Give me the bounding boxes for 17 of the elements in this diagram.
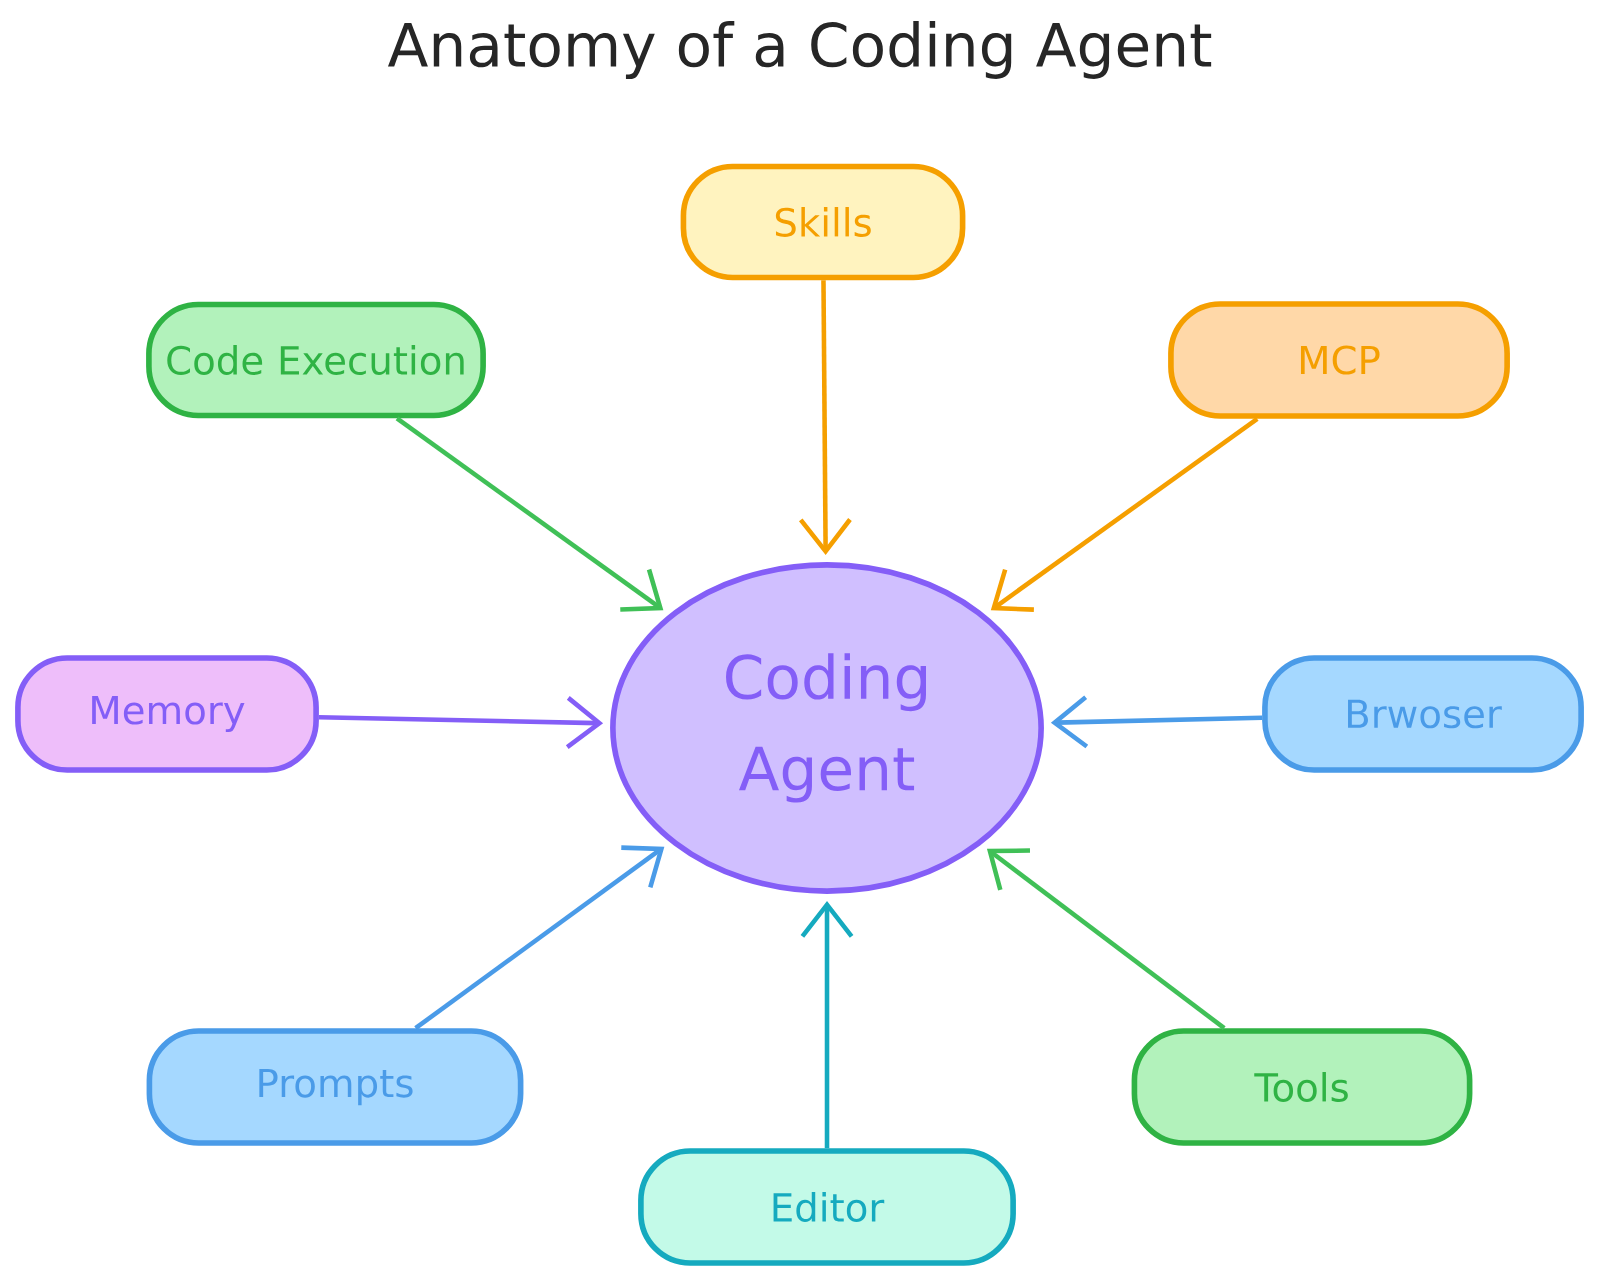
process-box: MCP	[1168, 301, 1510, 419]
arrow	[395, 416, 664, 612]
process-box: Memory	[15, 655, 319, 773]
process-box: Prompts	[146, 1028, 524, 1146]
arrow	[318, 696, 604, 749]
process-box: Brwoser	[1262, 655, 1584, 773]
arrow	[990, 417, 1259, 612]
process-box: Skills	[680, 163, 966, 281]
arrow	[414, 845, 665, 1030]
process-box: Editor	[638, 1148, 1016, 1266]
arrow	[986, 848, 1226, 1030]
process-box: Tools	[1131, 1028, 1473, 1146]
arrow	[800, 900, 854, 1149]
process-box: Code Execution	[146, 301, 486, 419]
arrow	[798, 280, 852, 556]
arrow	[1050, 695, 1263, 749]
title: Anatomy of a Coding Agent	[387, 21, 1212, 79]
